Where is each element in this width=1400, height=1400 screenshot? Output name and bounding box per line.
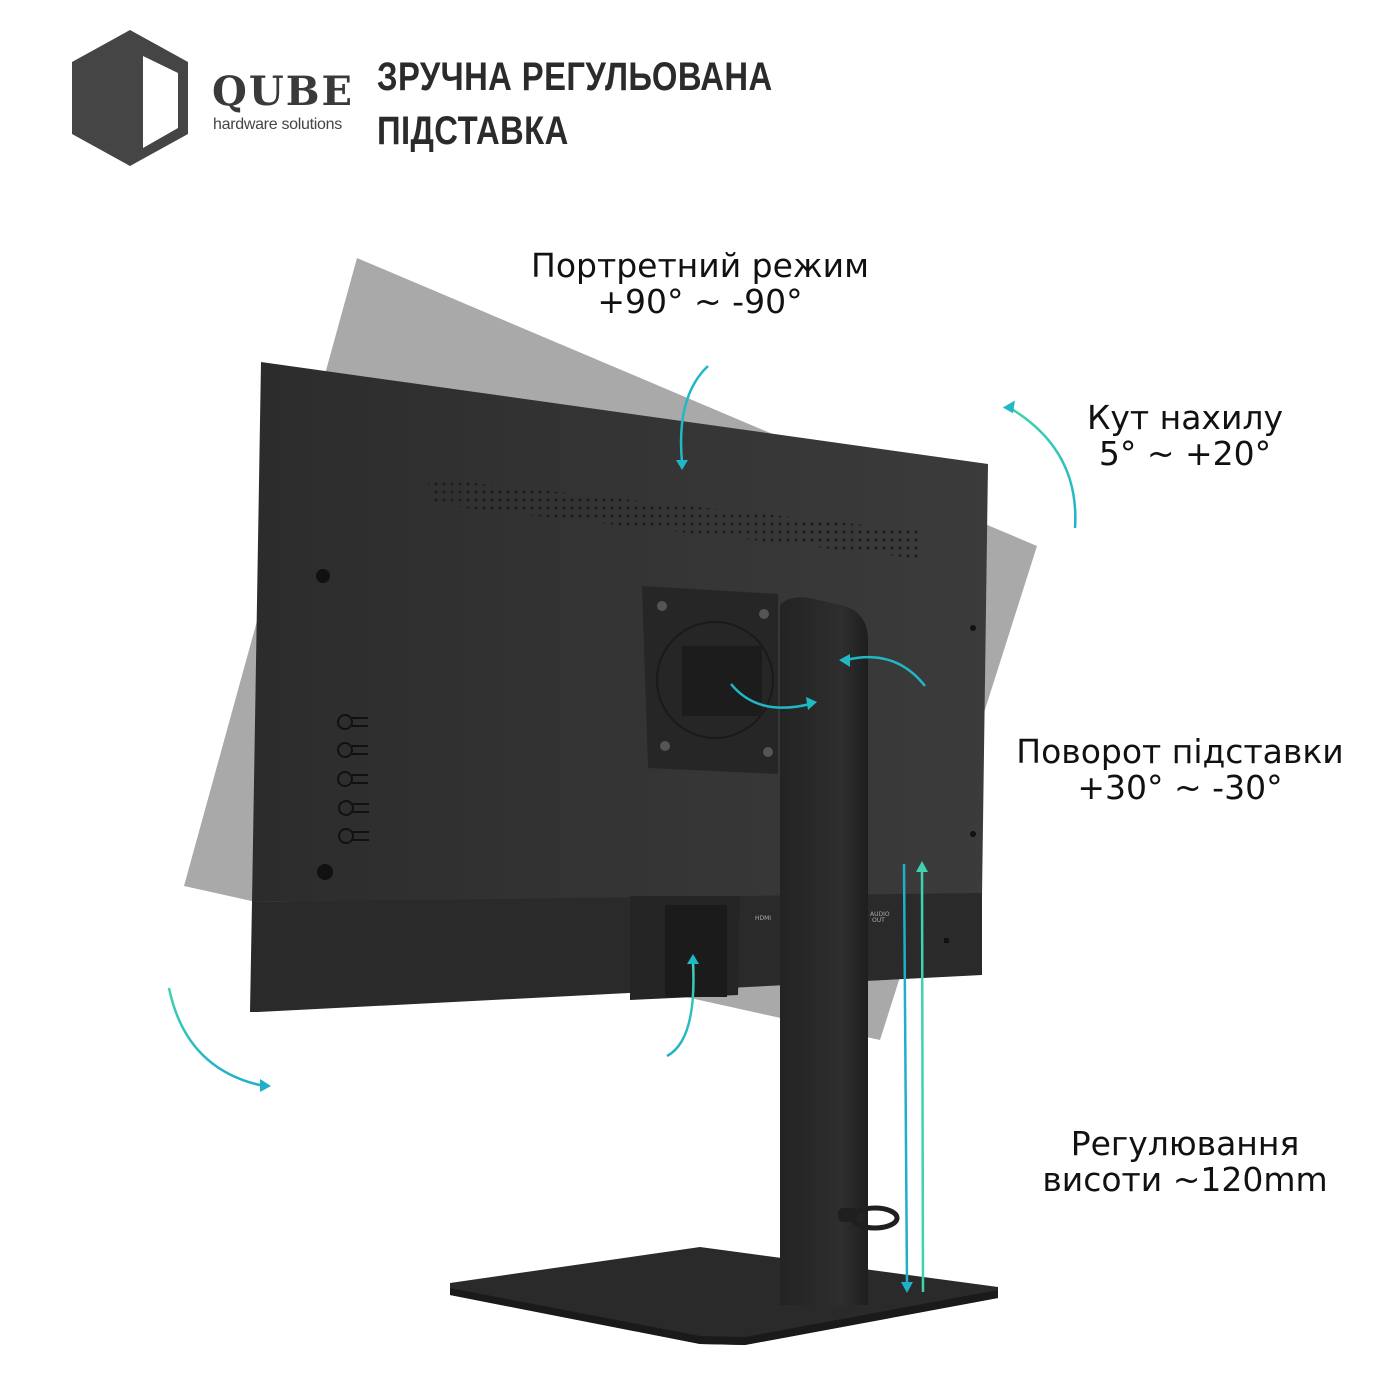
osd-buttons	[337, 714, 369, 844]
stand	[450, 597, 998, 1345]
headline-line-2: ПІДСТАВКА	[377, 109, 569, 153]
page-title: ЗРУЧНА РЕГУЛЬОВАНА ПІДСТАВКА	[377, 50, 773, 158]
callout-portrait: Портретний режим +90° ~ -90°	[500, 248, 900, 320]
vent-grille	[428, 478, 921, 559]
callout-value: +90° ~ -90°	[597, 282, 803, 321]
port-label-audio: AUDIO	[870, 911, 890, 918]
vesa-mount	[642, 586, 778, 774]
callout-value: +30° ~ -30°	[1077, 768, 1283, 807]
callout-swivel: Поворот підставки +30° ~ -30°	[995, 734, 1365, 806]
callout-value: 5° ~ +20°	[1098, 434, 1272, 473]
callout-tilt: Кут нахилу 5° ~ +20°	[1070, 400, 1300, 472]
portrait-arrow-icon	[679, 365, 709, 463]
height-arrow-icon	[902, 863, 909, 1286]
callout-value: висоти ~120mm	[1042, 1160, 1328, 1199]
brand-tagline: hardware solutions	[213, 116, 342, 133]
adjustment-arrows	[167, 365, 1077, 1293]
callout-title: Кут нахилу	[1086, 398, 1284, 437]
callout-title: Регулювання	[1070, 1124, 1300, 1163]
callout-height: Регулювання висоти ~120mm	[1025, 1126, 1345, 1198]
port-label-hdmi: HDMI	[755, 915, 771, 922]
monitor-back: HDMI AUDIO OUT	[250, 362, 988, 1012]
svg-text:OUT: OUT	[872, 917, 885, 924]
brand-name: QUBE	[212, 68, 355, 115]
swivel-arrow-icon	[845, 655, 926, 687]
tilt-arrow-icon	[1009, 406, 1077, 529]
callout-title: Поворот підставки	[1016, 732, 1344, 771]
callout-title: Портретний режим	[531, 246, 869, 285]
rotate-left-arrow-icon	[167, 987, 265, 1088]
hexagon-cube-icon	[72, 30, 188, 166]
headline-line-1: ЗРУЧНА РЕГУЛЬОВАНА	[377, 55, 773, 99]
